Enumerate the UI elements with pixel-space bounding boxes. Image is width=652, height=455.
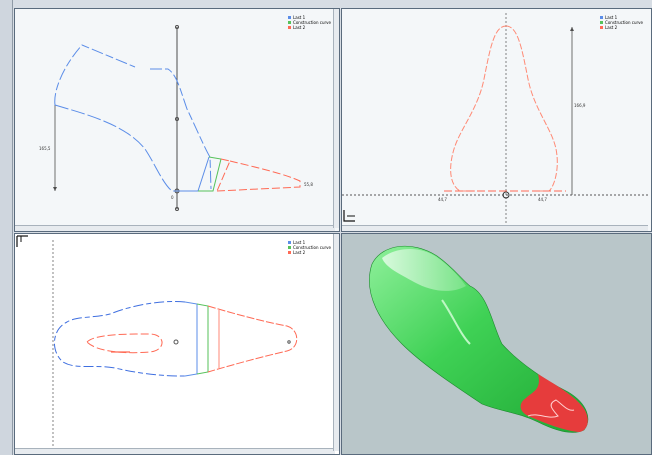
last1-upper-curve [54, 44, 212, 190]
last1-lower-curve [54, 104, 177, 192]
top-view-h-scrollbar[interactable] [15, 448, 335, 454]
axis-arrow-icon [343, 210, 355, 222]
legend-swatch [600, 16, 604, 19]
top-last1-toe [184, 301, 198, 377]
top-center-handle[interactable] [173, 339, 179, 345]
front-last-outline [450, 25, 558, 192]
top-view-legend: Last 1 Construction curve Last 2 [288, 240, 331, 255]
legend-item: Construction curve [605, 20, 643, 25]
legend-swatch [288, 251, 292, 254]
side-origin-label: 0 [171, 195, 174, 200]
legend-swatch [288, 21, 292, 24]
side-view-viewport[interactable]: 165,5 55,8 0 Last 1 Construction curve L… [14, 8, 340, 232]
front-view-viewport[interactable]: 166,9 44,7 44,7 Last 1 Construction curv… [341, 8, 652, 232]
front-view-canvas: 166,9 44,7 44,7 [342, 13, 648, 228]
top-insole-outline [86, 333, 163, 354]
front-right-label: 44,7 [538, 197, 547, 202]
legend-item: Last 1 [605, 15, 618, 20]
axis-bottom-handle[interactable] [175, 207, 179, 211]
3d-shoe-toe-cap [520, 374, 588, 432]
legend-swatch [600, 21, 604, 24]
last1-toe-section [177, 156, 210, 192]
axis-top-handle[interactable] [175, 25, 179, 29]
legend-swatch [288, 241, 292, 244]
front-height-arrow-icon [570, 27, 574, 31]
3d-shoe-top-opening [382, 249, 466, 291]
front-view-h-scrollbar[interactable] [342, 225, 648, 231]
top-last2-outline [207, 305, 298, 373]
3d-shoe-highlight [441, 299, 471, 345]
side-view-h-scrollbar[interactable] [15, 225, 335, 231]
top-view-viewport[interactable]: Last 1 Construction curve Last 2 [14, 233, 340, 455]
side-view-v-scrollbar[interactable] [333, 9, 339, 228]
legend-item: Last 2 [605, 25, 618, 30]
side-view-canvas: 165,5 55,8 0 [39, 25, 313, 211]
axis-mid-handle[interactable] [175, 117, 179, 121]
front-left-label: 44,7 [438, 197, 447, 202]
side-view-legend: Last 1 Construction curve Last 2 [288, 15, 331, 30]
top-toe-handle[interactable] [287, 340, 291, 344]
axis-arrow-icon [16, 235, 28, 247]
height-arrow-icon [53, 187, 57, 191]
legend-swatch [288, 26, 292, 29]
legend-item: Last 2 [293, 250, 306, 255]
3d-view-viewport[interactable] [341, 233, 652, 455]
top-last1-outline [54, 301, 186, 377]
top-view-v-scrollbar[interactable] [333, 234, 339, 451]
legend-swatch [288, 16, 292, 19]
legend-swatch [288, 246, 292, 249]
legend-item: Last 1 [293, 15, 306, 20]
left-panel-edge [0, 0, 13, 455]
last2-toe-curve [216, 158, 301, 192]
legend-item: Last 1 [293, 240, 306, 245]
construction-curve [198, 156, 222, 192]
legend-swatch [600, 26, 604, 29]
legend-item: Construction curve [293, 245, 331, 250]
side-toe-label: 55,8 [304, 182, 313, 187]
front-view-legend: Last 1 Construction curve Last 2 [600, 15, 643, 30]
side-height-label: 165,5 [39, 146, 51, 151]
front-origin-handle[interactable] [502, 191, 510, 199]
top-construction-curve [196, 303, 209, 375]
legend-item: Construction curve [293, 20, 331, 25]
3d-shoe-toe-pattern [527, 399, 575, 418]
top-view-canvas [52, 240, 298, 454]
front-height-label: 166,9 [574, 103, 586, 108]
3d-shoe-last [369, 245, 589, 433]
3d-view-canvas [369, 245, 589, 433]
legend-item: Last 2 [293, 25, 306, 30]
